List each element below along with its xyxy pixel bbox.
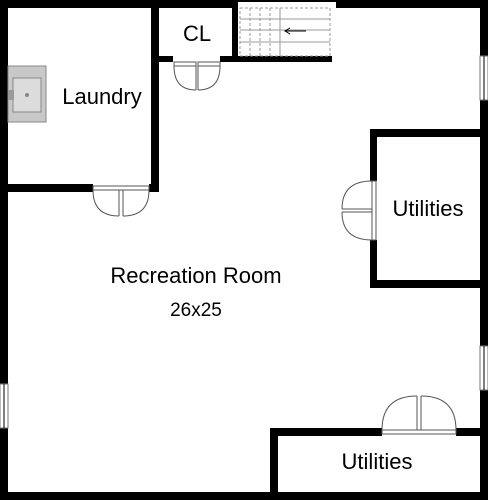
window-icon — [479, 55, 488, 101]
utilities-right-label: Utilities — [393, 196, 464, 221]
laundry-label: Laundry — [62, 84, 142, 109]
utilities-bottom-door-icon — [381, 395, 457, 435]
closet-door-icon — [173, 61, 221, 91]
utilities-right-walls — [370, 129, 480, 288]
laundry-door-icon — [92, 185, 150, 217]
utilities-bottom-label: Utilities — [342, 449, 413, 474]
utilities-bottom-walls — [270, 428, 480, 492]
laundry-walls — [8, 8, 332, 192]
window-icon — [0, 383, 9, 429]
window-icon — [479, 345, 488, 391]
closet-label: CL — [183, 21, 211, 46]
stairs-icon — [239, 7, 331, 57]
utility-sink-icon — [7, 65, 47, 123]
recreation-room-size: 26x25 — [170, 300, 222, 321]
recreation-room-label: Recreation Room — [110, 263, 281, 288]
utilities-right-door-icon — [341, 180, 377, 241]
